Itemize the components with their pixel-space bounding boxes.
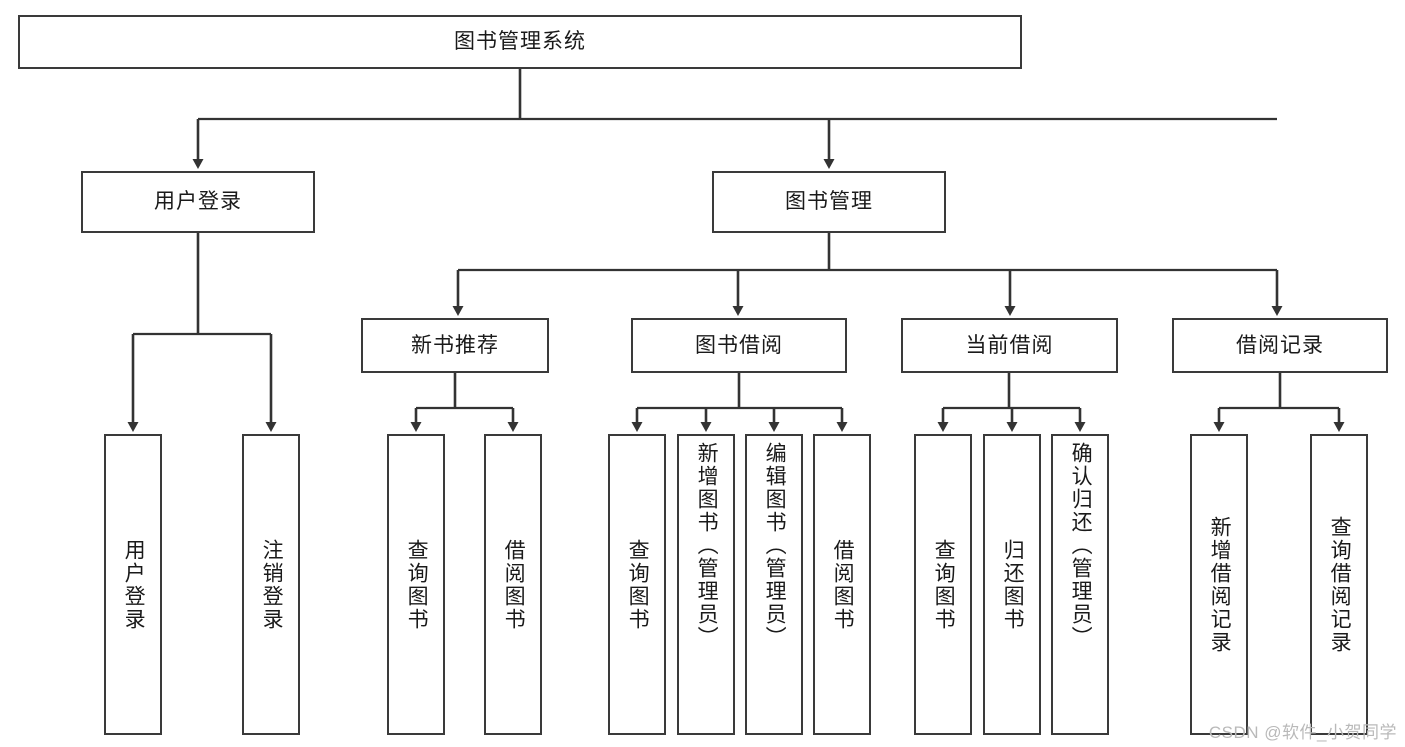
node-user-login[interactable]: 用户登录: [81, 171, 315, 233]
node-leaf-logout-label: 注销登录: [260, 538, 284, 631]
node-borrow-record-label: 借阅记录: [1236, 333, 1324, 357]
node-leaf-logout[interactable]: 注销登录: [242, 434, 300, 735]
node-leaf-query-book-borrow[interactable]: 查询图书: [608, 434, 666, 735]
node-leaf-user-login-label: 用户登录: [122, 538, 146, 631]
node-book-borrow-label: 图书借阅: [695, 333, 783, 357]
node-leaf-edit-book-label: 编辑图书（管理员）: [763, 442, 787, 649]
node-user-login-label: 用户登录: [154, 190, 242, 214]
node-leaf-query-book-cur-label: 查询图书: [932, 538, 956, 631]
node-leaf-borrow-book-rec-label: 借阅图书: [502, 538, 526, 631]
node-borrow-record[interactable]: 借阅记录: [1172, 318, 1388, 373]
node-new-book-recommend-label: 新书推荐: [411, 333, 499, 357]
node-leaf-query-book-rec-label: 查询图书: [405, 538, 429, 631]
node-leaf-add-book[interactable]: 新增图书（管理员）: [677, 434, 735, 735]
watermark-text: CSDN @软件_小贺同学: [1208, 723, 1397, 742]
node-leaf-query-record[interactable]: 查询借阅记录: [1310, 434, 1368, 735]
node-leaf-confirm-return[interactable]: 确认归还（管理员）: [1051, 434, 1109, 735]
node-root[interactable]: 图书管理系统: [18, 15, 1022, 69]
node-root-label: 图书管理系统: [454, 30, 586, 54]
node-leaf-add-record[interactable]: 新增借阅记录: [1190, 434, 1248, 735]
node-leaf-add-record-label: 新增借阅记录: [1208, 515, 1232, 654]
node-leaf-borrow-book-rec[interactable]: 借阅图书: [484, 434, 542, 735]
node-leaf-query-record-label: 查询借阅记录: [1328, 515, 1352, 654]
node-book-manage[interactable]: 图书管理: [712, 171, 946, 233]
node-book-manage-label: 图书管理: [785, 190, 873, 214]
node-leaf-return-book-label: 归还图书: [1001, 538, 1025, 631]
node-leaf-return-book[interactable]: 归还图书: [983, 434, 1041, 735]
node-current-borrow-label: 当前借阅: [965, 333, 1054, 357]
node-leaf-edit-book[interactable]: 编辑图书（管理员）: [745, 434, 803, 735]
node-current-borrow[interactable]: 当前借阅: [901, 318, 1118, 373]
node-book-borrow[interactable]: 图书借阅: [631, 318, 847, 373]
node-leaf-query-book-borrow-label: 查询图书: [626, 538, 650, 631]
node-leaf-user-login[interactable]: 用户登录: [104, 434, 162, 735]
node-leaf-confirm-return-label: 确认归还（管理员）: [1069, 442, 1093, 649]
node-leaf-query-book-rec[interactable]: 查询图书: [387, 434, 445, 735]
node-leaf-borrow-book-label: 借阅图书: [831, 538, 855, 631]
node-leaf-query-book-cur[interactable]: 查询图书: [914, 434, 972, 735]
node-leaf-add-book-label: 新增图书（管理员）: [695, 442, 719, 649]
node-leaf-borrow-book[interactable]: 借阅图书: [813, 434, 871, 735]
node-new-book-recommend[interactable]: 新书推荐: [361, 318, 549, 373]
